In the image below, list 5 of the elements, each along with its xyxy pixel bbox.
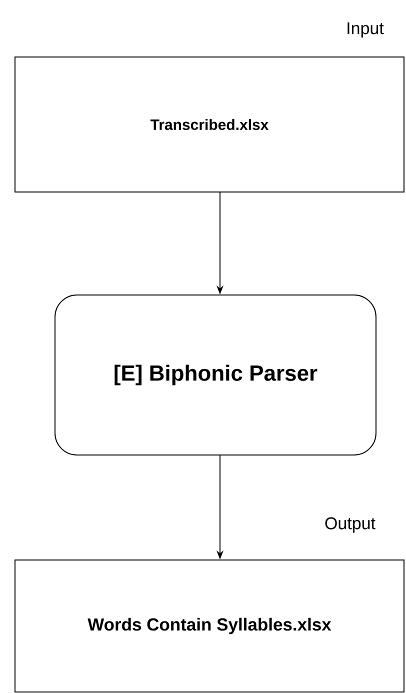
file-box: Words Contain Syllables.xlsx xyxy=(14,560,404,692)
box-heading: Input xyxy=(348,22,384,38)
file-box: Transcribed.xlsx xyxy=(14,56,404,192)
box-heading: Output xyxy=(325,517,376,533)
process-box: [E] Biphonic Parser xyxy=(54,294,376,456)
